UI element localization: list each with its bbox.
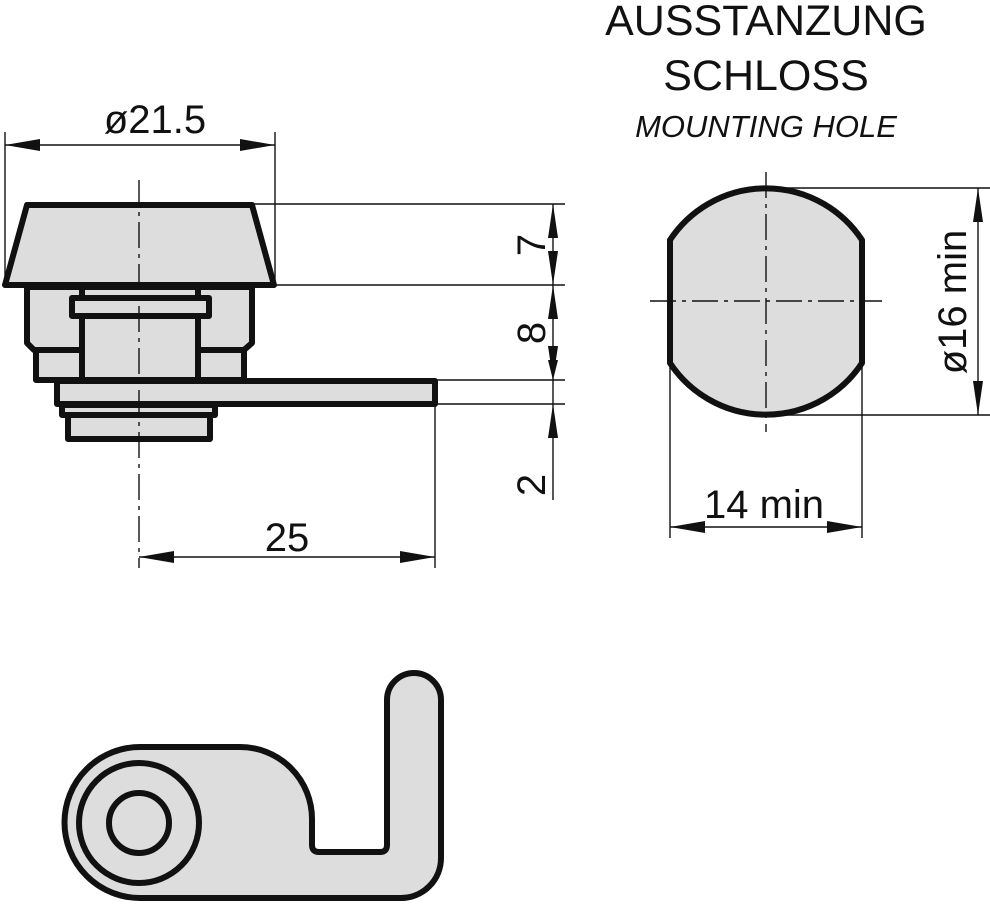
arrow-up-icon (548, 404, 558, 438)
arrow-down-icon (548, 360, 558, 380)
cam-plate-shape (61, 670, 444, 901)
arrow-left-icon (5, 139, 40, 151)
height-label-7: 7 (510, 234, 554, 256)
title-block: AUSSTANZUNG SCHLOSS MOUNTING HOLE (605, 0, 927, 144)
lock-side-view: ø21.5 7 (2, 98, 565, 568)
arrow-right-icon (400, 551, 435, 563)
arrow-right-icon (240, 139, 275, 151)
hole-width-label: 14 min (704, 483, 824, 527)
arrow-left-icon (670, 521, 705, 533)
length-label: 25 (265, 516, 310, 560)
mounting-hole-view: ø16 min 14 min (650, 172, 990, 538)
arrow-right-icon (827, 521, 862, 533)
title-line-1: AUSSTANZUNG (605, 0, 927, 45)
arrow-up-icon (548, 204, 558, 238)
title-line-2: SCHLOSS (663, 52, 869, 100)
height-label-2: 2 (510, 474, 554, 496)
cam-plate-view (61, 670, 444, 901)
arrow-left-icon (139, 551, 174, 563)
hole-height-label: ø16 min (931, 230, 975, 375)
arrow-down-icon (548, 251, 558, 285)
diameter-label: ø21.5 (104, 98, 206, 142)
height-label-8: 8 (510, 322, 554, 344)
arrow-down-icon (973, 381, 983, 415)
arrow-up-icon (548, 285, 558, 319)
title-subtitle: MOUNTING HOLE (635, 109, 897, 144)
cam-ring-inner (106, 790, 172, 856)
cam-bar (54, 378, 438, 407)
cam-ring-outer (76, 760, 202, 886)
lock-nut-ring (69, 295, 212, 319)
arrow-up-icon (973, 188, 983, 222)
